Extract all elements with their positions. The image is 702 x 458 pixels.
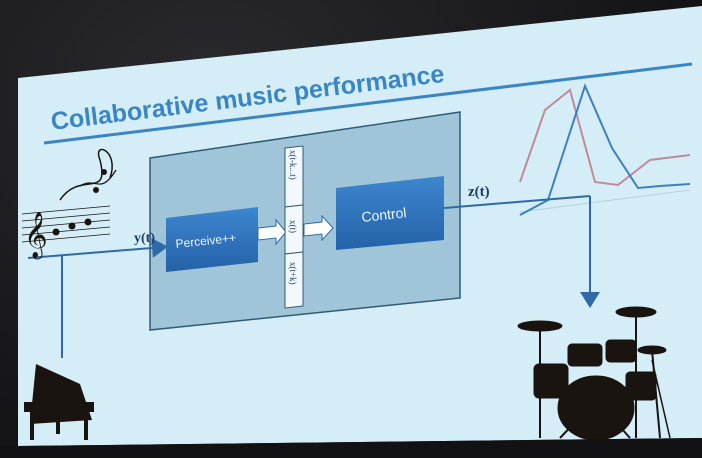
control-block-label: Control	[361, 204, 408, 225]
output-signal-label: z(t)	[468, 184, 490, 200]
state-label-past: x(t-k...t)	[288, 150, 298, 180]
title-underline	[43, 62, 693, 145]
output-signal-line	[443, 195, 591, 209]
svg-text:𝄞: 𝄞	[24, 212, 48, 260]
music-notes-icon: 𝄞	[21, 148, 117, 260]
piano-icon	[24, 364, 94, 440]
perceive-block[interactable]	[166, 207, 258, 272]
state-label-future: x(t+k)	[288, 262, 298, 285]
state-to-control-arrow	[303, 214, 334, 242]
perceive-block-label: Perceive++	[175, 231, 237, 251]
input-signal-line	[27, 237, 168, 259]
state-label-now: x(t)	[288, 220, 298, 233]
system-panel	[149, 111, 461, 331]
control-block[interactable]	[336, 176, 444, 250]
input-signal-label: y(t)	[134, 231, 155, 246]
screen-bottom-edge	[0, 438, 702, 458]
drum-kit-icon	[517, 306, 671, 441]
state-stack: x(t-k...t) x(t) x(t+k)	[284, 145, 304, 309]
perceive-to-state-arrow	[257, 218, 287, 246]
state-box-future	[284, 251, 304, 309]
